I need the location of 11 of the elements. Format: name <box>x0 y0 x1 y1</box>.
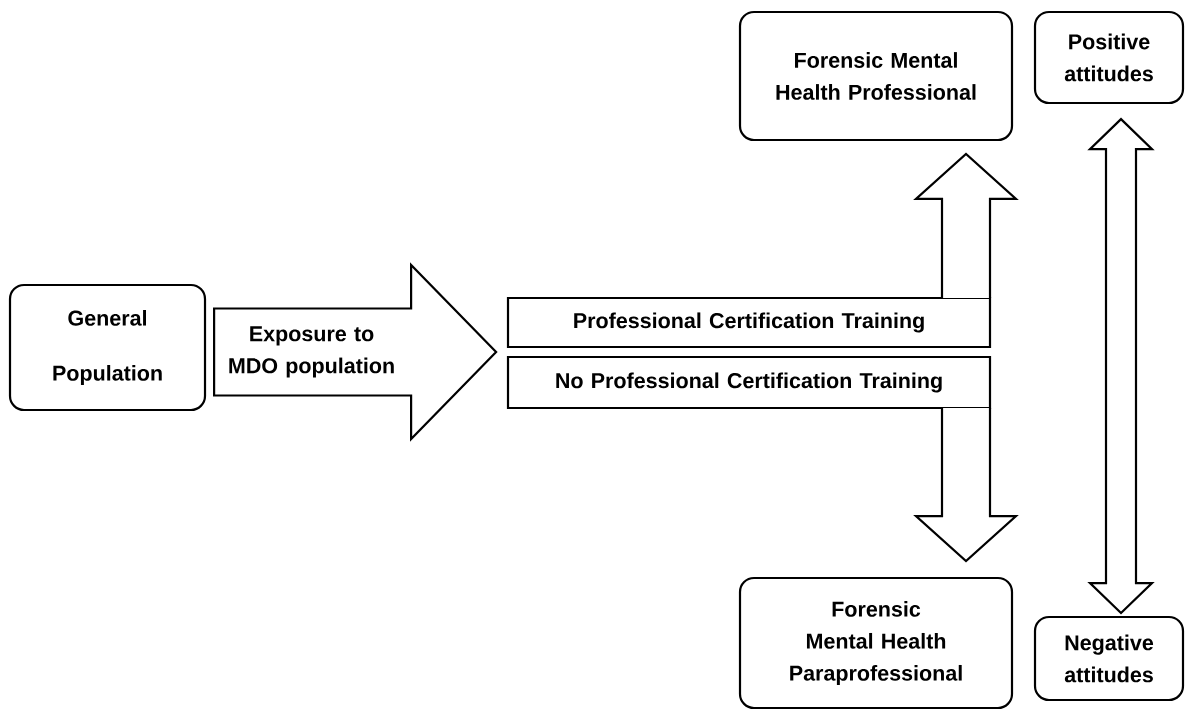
process-box: Positive attitudes <box>1033 10 1185 105</box>
block-arrow <box>913 406 1019 563</box>
process-box: General Population <box>8 283 207 412</box>
block-arrow <box>213 262 498 442</box>
process-box: Forensic Mental Health Professional <box>738 10 1014 142</box>
edge-label: Exposure to MDO population <box>229 326 394 378</box>
process-box: Negative attitudes <box>1033 615 1185 702</box>
label-box: No Professional Certification Training <box>506 355 992 410</box>
label-box: Professional Certification Training <box>506 296 992 349</box>
process-box: Forensic Mental Health Paraprofessional <box>738 576 1014 710</box>
block-arrow <box>913 152 1019 300</box>
